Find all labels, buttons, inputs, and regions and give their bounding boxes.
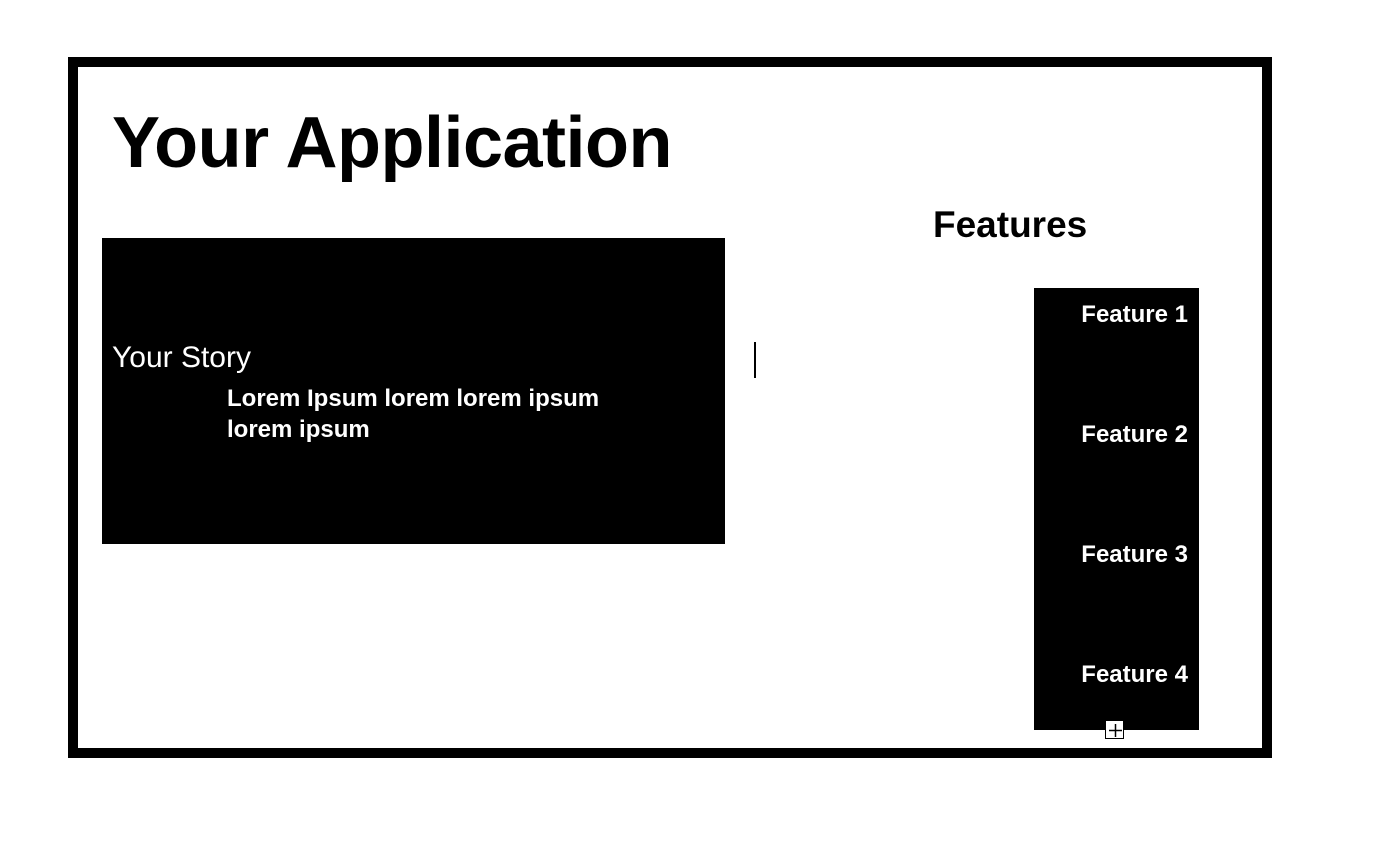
story-body-text: Lorem Ipsum lorem lorem ipsum lorem ipsu… xyxy=(227,385,600,443)
story-heading: Your Story xyxy=(112,341,251,374)
add-feature-button[interactable] xyxy=(1105,720,1124,739)
feature-item-3[interactable]: Feature 3 xyxy=(1081,541,1188,568)
app-title: Your Application xyxy=(112,103,672,183)
text-cursor xyxy=(754,342,756,378)
plus-box-icon xyxy=(1109,724,1122,737)
feature-item-2[interactable]: Feature 2 xyxy=(1081,421,1188,448)
app-frame: Your Application Your Story Lorem Ipsum … xyxy=(68,57,1272,758)
feature-item-4[interactable]: Feature 4 xyxy=(1081,661,1188,688)
features-heading: Features xyxy=(933,204,1088,245)
feature-item-1[interactable]: Feature 1 xyxy=(1081,301,1188,328)
story-panel: Your Story Lorem Ipsum lorem lorem ipsum… xyxy=(102,238,725,544)
features-panel: Feature 1 Feature 2 Feature 3 Feature 4 xyxy=(1034,288,1199,730)
